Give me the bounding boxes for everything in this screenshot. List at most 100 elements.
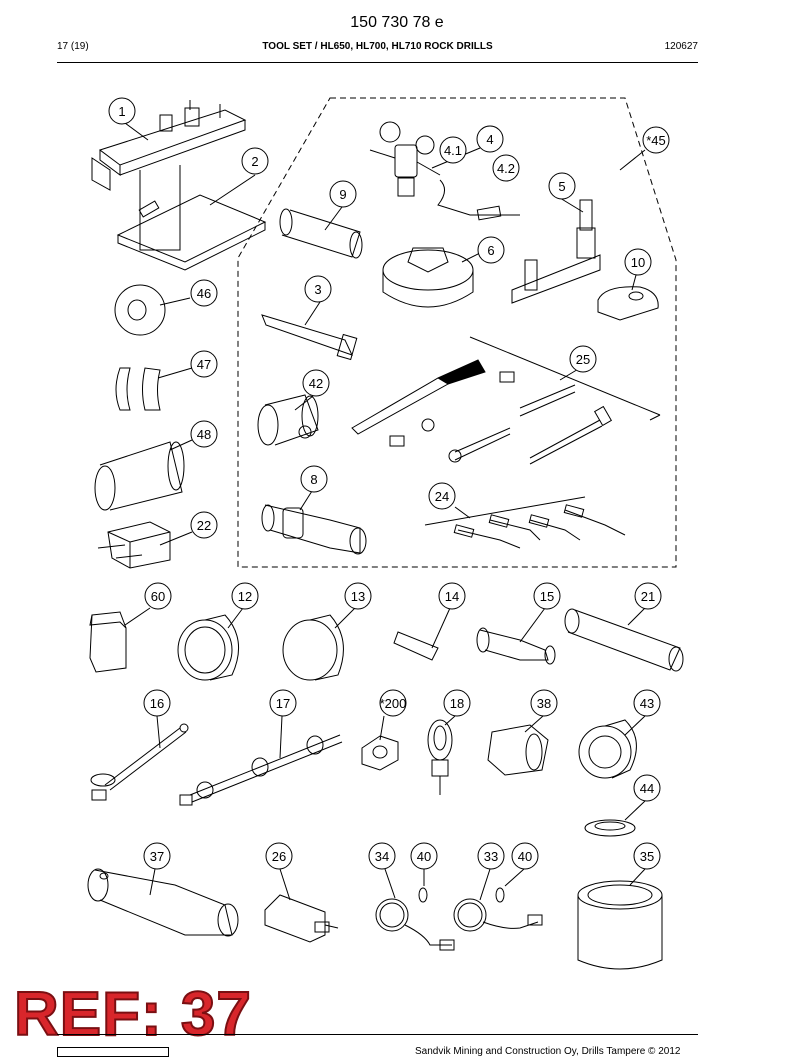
svg-text:12: 12: [238, 589, 252, 604]
wrench-set-part: [351, 359, 613, 465]
callout-17: 17: [269, 689, 297, 717]
callout-40-b: 40: [511, 842, 539, 870]
svg-text:43: 43: [640, 696, 654, 711]
callout-9: 9: [329, 180, 357, 208]
svg-text:*45: *45: [646, 133, 666, 148]
snap-ring-part-b: [495, 887, 505, 903]
callout-4-2: 4.2: [492, 154, 520, 182]
callout-16: 16: [143, 689, 171, 717]
svg-text:1: 1: [118, 104, 125, 119]
company-logo: [57, 1047, 169, 1057]
date-code: 120627: [664, 41, 698, 52]
svg-text:34: 34: [375, 849, 389, 864]
callout-60: 60: [144, 582, 172, 610]
svg-text:37: 37: [150, 849, 164, 864]
callout-15: 15: [533, 582, 561, 610]
stand-part: [91, 100, 267, 271]
page-number: 17 (19): [57, 41, 89, 52]
svg-text:6: 6: [487, 243, 494, 258]
callout-45: *45: [642, 126, 670, 154]
svg-text:15: 15: [540, 589, 554, 604]
callout-12: 12: [231, 582, 259, 610]
callout-200: *200: [379, 689, 407, 717]
svg-text:44: 44: [640, 781, 654, 796]
callout-46: 46: [190, 279, 218, 307]
footer-divider: [57, 1034, 698, 1035]
spindle-part: [476, 627, 556, 665]
block-part: [97, 521, 171, 569]
document-number: 150 730 78 e: [350, 14, 444, 31]
callout-5: 5: [548, 172, 576, 200]
callout-33: 33: [477, 842, 505, 870]
callout-48: 48: [190, 420, 218, 448]
hex-bar-part: [264, 894, 339, 943]
long-rod-part: [179, 734, 343, 806]
svg-text:46: 46: [197, 286, 211, 301]
svg-text:40: 40: [518, 849, 532, 864]
svg-text:33: 33: [484, 849, 498, 864]
callout-4-1: 4.1: [439, 136, 467, 164]
hex-nut-part: [361, 735, 399, 771]
callout-44: 44: [633, 774, 661, 802]
shaft-part: [87, 868, 239, 937]
pusher-part: [261, 504, 367, 555]
svg-text:10: 10: [631, 255, 645, 270]
svg-text:5: 5: [558, 179, 565, 194]
svg-text:21: 21: [641, 589, 655, 604]
svg-text:35: 35: [640, 849, 654, 864]
callout-40-a: 40: [410, 842, 438, 870]
svg-text:60: 60: [151, 589, 165, 604]
callout-1: 1: [108, 97, 136, 125]
socket-bar-part: [261, 314, 358, 361]
footer-copyright: Sandvik Mining and Construction Oy, Dril…: [415, 1046, 681, 1057]
svg-text:14: 14: [445, 589, 459, 604]
svg-text:13: 13: [351, 589, 365, 604]
regulator-part: [369, 121, 520, 221]
callout-26: 26: [265, 842, 293, 870]
pressure-gauge-part-b: [453, 898, 543, 932]
callout-37: 37: [143, 842, 171, 870]
half-shell-part: [115, 367, 161, 411]
sleeve-part: [94, 441, 185, 511]
group-outline-45: [237, 97, 677, 568]
callout-42: 42: [302, 369, 330, 397]
washer-part: [584, 819, 636, 837]
rod-part: [90, 723, 189, 801]
clamp-part: [597, 286, 659, 321]
callout-4: 4: [476, 125, 504, 153]
long-cylinder-part: [564, 608, 684, 672]
ring-sleeve-part: [177, 614, 240, 681]
svg-text:16: 16: [150, 696, 164, 711]
pin-part: [393, 631, 439, 661]
snap-ring-part-a: [418, 887, 428, 903]
callout-13: 13: [344, 582, 372, 610]
svg-text:2: 2: [251, 154, 258, 169]
svg-text:*200: *200: [380, 696, 407, 711]
header-divider: [57, 62, 698, 63]
callout-8: 8: [300, 465, 328, 493]
svg-text:4.1: 4.1: [444, 143, 462, 158]
svg-text:22: 22: [197, 518, 211, 533]
callout-25: 25: [569, 345, 597, 373]
callout-47: 47: [190, 350, 218, 378]
nut-disc-part: [382, 247, 474, 308]
bracket-part: [511, 199, 601, 304]
callout-35: 35: [633, 842, 661, 870]
eye-bolt-part: [427, 719, 453, 795]
callout-18: 18: [443, 689, 471, 717]
bracket-25: [469, 336, 661, 416]
page-title: TOOL SET / HL650, HL700, HL710 ROCK DRIL…: [262, 41, 493, 52]
svg-text:38: 38: [537, 696, 551, 711]
svg-text:3: 3: [314, 282, 321, 297]
callout-34: 34: [368, 842, 396, 870]
large-cylinder-part: [577, 880, 663, 970]
callout-38: 38: [530, 689, 558, 717]
svg-text:9: 9: [339, 187, 346, 202]
svg-text:26: 26: [272, 849, 286, 864]
callout-43: 43: [633, 689, 661, 717]
callout-21: 21: [634, 582, 662, 610]
svg-text:48: 48: [197, 427, 211, 442]
callout-24: 24: [428, 482, 456, 510]
pad-part: [89, 611, 127, 673]
